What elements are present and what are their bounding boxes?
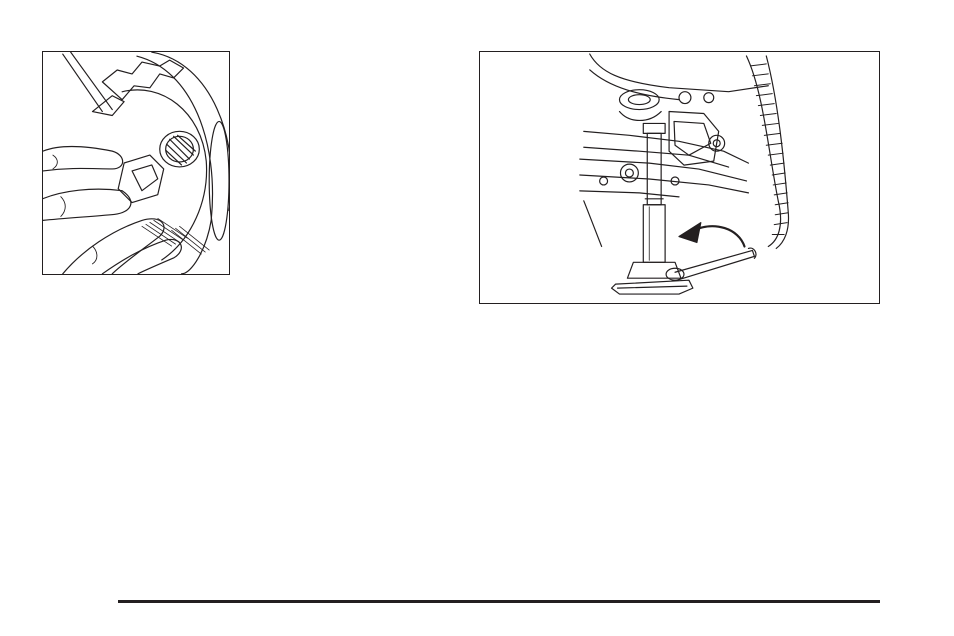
bushing-front xyxy=(620,164,638,182)
jack-lifting-illustration xyxy=(479,51,880,304)
jack-lower-column xyxy=(643,205,665,263)
jack-saddle xyxy=(643,123,665,133)
lug-nut-illustration xyxy=(42,51,230,275)
wheel-stud-threads xyxy=(166,135,196,165)
rotor-outer-ring xyxy=(152,52,229,210)
caliper-bracket xyxy=(102,60,183,100)
rotation-arrow-curve xyxy=(693,226,745,246)
jack-drawing xyxy=(480,52,879,303)
lug-nut-drawing xyxy=(43,52,229,274)
rotation-arrow-head xyxy=(679,223,701,243)
jack-handle xyxy=(675,250,754,280)
hand-index-finger xyxy=(43,189,131,220)
rotor-inner-ring xyxy=(137,56,213,274)
jack-body xyxy=(627,262,681,278)
left-tire-arc xyxy=(584,201,602,247)
strut-mount xyxy=(619,90,659,110)
footer-rule xyxy=(118,600,880,603)
hub-arc xyxy=(122,90,206,260)
